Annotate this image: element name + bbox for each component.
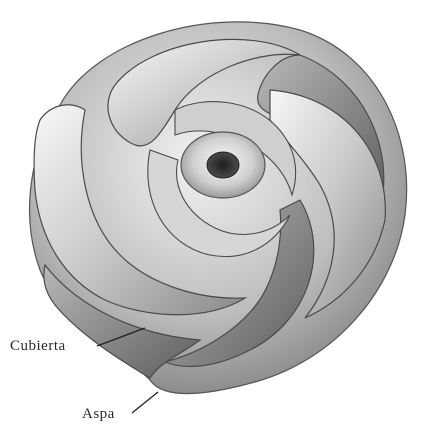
impeller-hub [181, 132, 265, 198]
aspa-leader-line [132, 392, 158, 413]
aspa-label: Aspa [82, 406, 115, 423]
cubierta-label: Cubierta [10, 338, 66, 355]
